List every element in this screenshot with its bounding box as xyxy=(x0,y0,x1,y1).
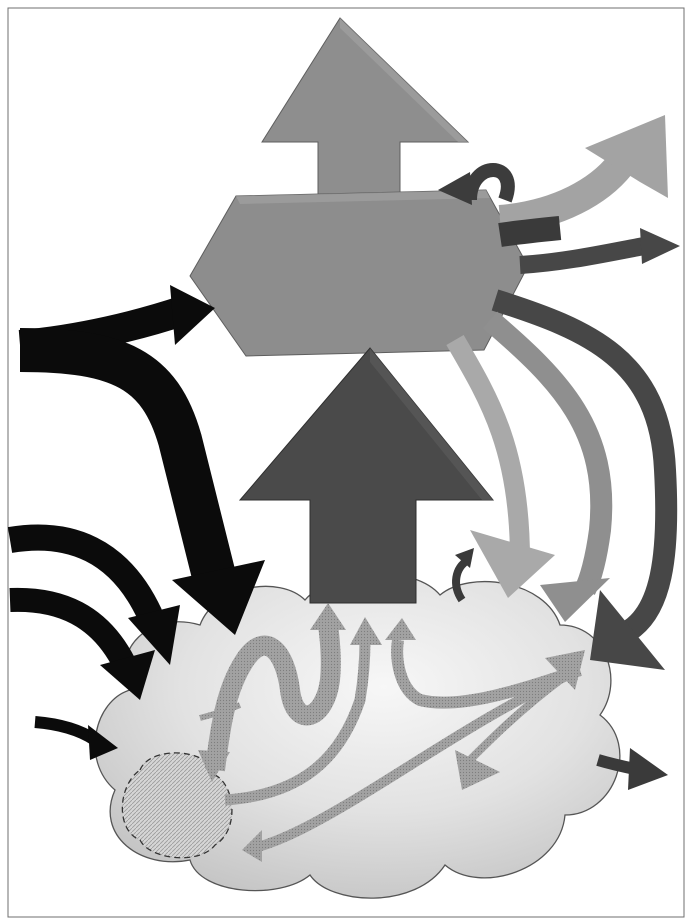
hexagon-node xyxy=(190,190,528,356)
